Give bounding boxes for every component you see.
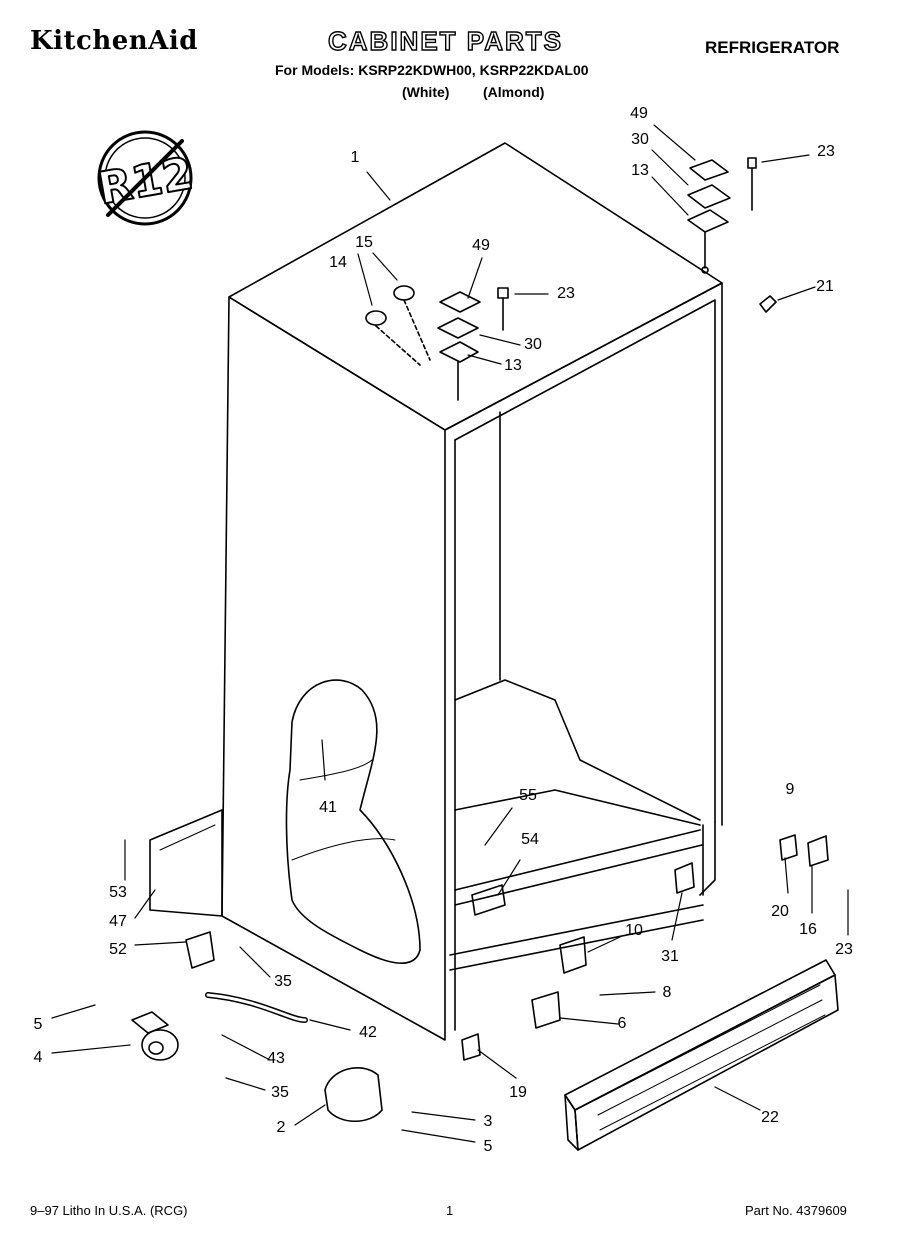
callout-41: 41 — [319, 799, 337, 816]
lower-top-hinge-assembly — [365, 285, 509, 401]
callout-2: 2 — [276, 1119, 286, 1136]
variant-white: (White) — [402, 84, 450, 100]
footer-part-number: Part No. 4379609 — [745, 1203, 847, 1218]
callout-35-upper: 35 — [274, 973, 292, 990]
callout-30-upper: 30 — [631, 131, 649, 148]
callout-23-right: 23 — [835, 941, 853, 958]
callout-4: 4 — [33, 1049, 43, 1066]
callout-3: 3 — [483, 1113, 493, 1130]
callout-23-lower: 23 — [557, 285, 575, 302]
callout-53: 53 — [109, 884, 127, 901]
callout-5-right: 5 — [483, 1138, 493, 1155]
callout-1: 1 — [350, 149, 360, 166]
callout-leaders — [51, 124, 849, 1143]
callout-23-upper: 23 — [817, 143, 835, 160]
callout-19: 19 — [509, 1084, 527, 1101]
callout-49-upper: 49 — [630, 105, 648, 122]
model-numbers: For Models: KSRP22KDWH00, KSRP22KDAL00 — [275, 62, 589, 78]
callout-14: 14 — [329, 254, 347, 271]
callout-13-upper: 13 — [631, 162, 649, 179]
callout-31: 31 — [661, 948, 679, 965]
footer-page-number: 1 — [446, 1203, 454, 1218]
callout-20: 20 — [771, 903, 789, 920]
callout-6: 6 — [617, 1015, 627, 1032]
variant-almond: (Almond) — [483, 84, 545, 100]
footer-litho: 9–97 Litho In U.S.A. (RCG) — [30, 1203, 188, 1218]
callout-16: 16 — [799, 921, 817, 938]
callout-30-lower: 30 — [524, 336, 542, 353]
callout-5-left: 5 — [33, 1016, 43, 1033]
callout-8: 8 — [662, 984, 672, 1001]
callout-49-lower: 49 — [472, 237, 490, 254]
brand-logo: KitchenAid — [30, 26, 198, 56]
callout-13-lower: 13 — [504, 357, 522, 374]
callout-9: 9 — [785, 781, 795, 798]
callout-35-lower: 35 — [271, 1084, 289, 1101]
appliance-category: REFRIGERATOR — [705, 38, 840, 57]
callout-52: 52 — [109, 941, 127, 958]
callout-47: 47 — [109, 913, 127, 930]
callout-22: 22 — [761, 1109, 779, 1126]
callout-42: 42 — [359, 1024, 377, 1041]
lower-parts — [131, 834, 839, 1151]
callout-43: 43 — [267, 1050, 285, 1067]
callout-54: 54 — [521, 831, 539, 848]
cabinet-body — [149, 142, 723, 1041]
callout-15: 15 — [355, 234, 373, 251]
callout-10: 10 — [625, 922, 643, 939]
upper-hinge-assembly — [687, 157, 777, 313]
page-title: CABINET PARTS — [327, 25, 563, 56]
callout-55: 55 — [519, 787, 537, 804]
callout-21: 21 — [816, 278, 834, 295]
no-r12-badge: R12 — [93, 130, 198, 226]
